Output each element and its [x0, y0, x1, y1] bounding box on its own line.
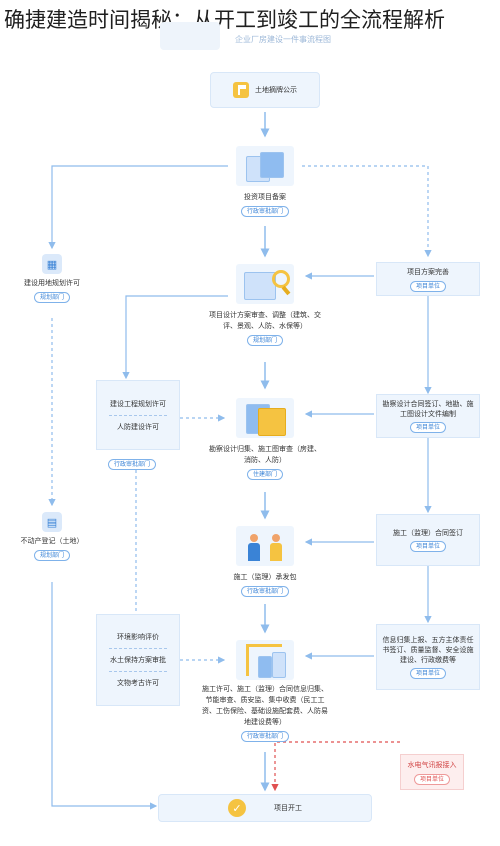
folder-icon [236, 398, 294, 438]
dept-tag: 项目单位 [409, 541, 446, 552]
step-label: 水电气讯报接入 [407, 761, 457, 769]
dept-tag: 行政审批部门 [240, 206, 289, 217]
dept-tag: 项目单位 [409, 668, 446, 679]
step-plan-improvement: 项目方案完善 项目单位 [376, 262, 480, 296]
step-label: 信息归集上报、五方主体责任书签订、质量监督、安全设施建设、行政缴费等 [382, 636, 474, 664]
dept-tag: 规划部门 [33, 292, 70, 303]
document-icon [236, 146, 294, 186]
step-label: 项目开工 [274, 803, 302, 812]
step-land-delisting: 土地摘牌公示 [210, 72, 320, 108]
magnifier-icon [236, 264, 294, 304]
step-estate-registration: ▤ 不动产登记（土地） 规划部门 [14, 508, 90, 580]
dept-tag: 项目单位 [413, 774, 450, 785]
dept-tag: 规划部门 [33, 550, 70, 561]
step-label: 项目方案完善 [407, 268, 449, 276]
group-item: 水土保持方案审批 [110, 656, 166, 664]
dept-tag: 项目单位 [409, 422, 446, 433]
step-label: 施工（监理）承发包 [233, 573, 297, 581]
step-label: 土地摘牌公示 [255, 85, 297, 94]
step-label: 勘察设计归集、施工图审查（房建、消防、人防） [209, 445, 321, 464]
group-item: 建设工程规划许可 [110, 399, 166, 408]
step-contracting: 施工（监理）承发包 行政审批部门 [208, 520, 322, 604]
watermark-icon [160, 22, 220, 50]
dept-tag: 行政审批部门 [108, 459, 157, 470]
step-label: 勘察设计合同签订、地勘、施工图设计文件编制 [382, 400, 474, 418]
dept-tag: 规划部门 [246, 335, 283, 346]
right-connectors [302, 165, 432, 660]
red-connector [271, 741, 400, 792]
step-investment-filing: 投资项目备案 行政审批部门 [208, 140, 322, 228]
step-construction-permit: 施工许可、施工（监理）合同信息归集、节能审查、质安监、集中收费（民工工资、工伤保… [196, 634, 334, 752]
step-land-use-permit: ▦ 建设用地规划许可 规划部门 [14, 250, 90, 316]
step-design-review: 项目设计方案审查、调整（建筑、交评、景观、人防、水保等） 规划部门 [200, 258, 330, 362]
flag-icon [233, 82, 249, 98]
step-info-reporting: 信息归集上报、五方主体责任书签订、质量监督、安全设施建设、行政缴费等 项目单位 [376, 624, 480, 690]
watermark-title: 企业厂房建设一件事流程图 [235, 35, 331, 44]
dept-tag: 项目单位 [409, 281, 446, 292]
step-construction-contract: 施工（监理）合同签订 项目单位 [376, 514, 480, 566]
step-utility-access: 水电气讯报接入 项目单位 [400, 754, 464, 790]
crane-icon [236, 640, 294, 680]
dept-tag: 行政审批部门 [240, 586, 289, 597]
step-survey-contract: 勘察设计合同签订、地勘、施工图设计文件编制 项目单位 [376, 394, 480, 438]
group-item: 环境影响评价 [117, 633, 159, 641]
step-label: 项目设计方案审查、调整（建筑、交评、景观、人防、水保等） [209, 311, 321, 330]
step-label: 施工（监理）合同签订 [393, 529, 463, 537]
group-item: 文物考古许可 [117, 679, 159, 687]
step-label: 建设用地规划许可 [24, 279, 80, 287]
step-label: 施工许可、施工（监理）合同信息归集、节能审查、质安监、集中收费（民工工资、工伤保… [202, 685, 328, 726]
check-shield-icon: ✓ [228, 799, 246, 817]
step-project-start: ✓ 项目开工 [158, 794, 372, 822]
certificate-icon: ▤ [42, 512, 62, 532]
dept-tag: 行政审批部门 [240, 731, 289, 742]
group-item: 人防建设许可 [117, 422, 159, 431]
building-icon: ▦ [42, 254, 62, 274]
handshake-icon [236, 526, 294, 566]
dept-tag: 住建部门 [246, 469, 283, 480]
step-label: 投资项目备案 [244, 193, 286, 201]
left-connectors [48, 165, 228, 810]
group-planning-permits: 建设工程规划许可 人防建设许可 [96, 380, 180, 450]
headline: 确捷建造时间揭秘：从开工到竣工的全流程解析 [4, 8, 445, 32]
step-survey-drawing-review: 勘察设计归集、施工图审查（房建、消防、人防） 住建部门 [200, 392, 330, 492]
step-label: 不动产登记（土地） [20, 537, 84, 545]
group-env-approvals: 环境影响评价 水土保持方案审批 文物考古许可 [96, 614, 180, 706]
